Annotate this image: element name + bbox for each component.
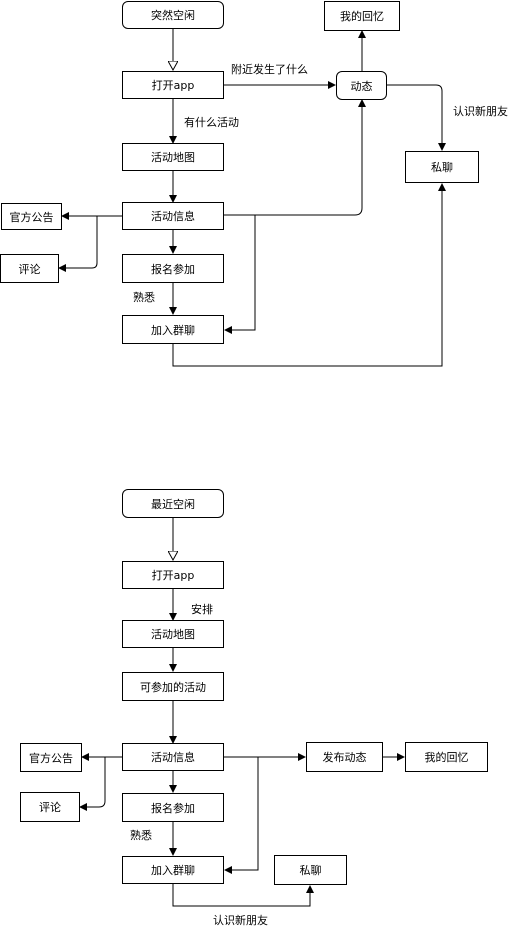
node2-official-notice: 官方公告	[20, 743, 82, 772]
node2-join-group: 加入群聊	[122, 856, 224, 884]
label-whats-on: 有什么活动	[184, 116, 239, 129]
edge-activity-info-to-feed	[224, 99, 366, 216]
edge-activity-info-to-comment	[58, 216, 98, 272]
edge2-activity-info-to-comment	[79, 757, 106, 811]
node2-private-chat: 私聊	[274, 855, 347, 885]
node-official-notice: 官方公告	[1, 203, 62, 230]
node-memories: 我的回忆	[324, 1, 400, 31]
label2-arrange: 安排	[191, 603, 213, 616]
label2-new-friends: 认识新朋友	[213, 914, 268, 927]
edge2-activity-info-to-join-group	[224, 756, 259, 874]
label2-familiar: 熟悉	[130, 829, 152, 842]
node-activity-info: 活动信息	[122, 202, 224, 230]
edge-feed-to-private-chat	[387, 84, 446, 151]
node-start: 突然空闲	[122, 1, 224, 29]
edge-activity-info-to-join-group	[224, 214, 256, 334]
label-new-friends: 认识新朋友	[453, 105, 508, 118]
label-nearby: 附近发生了什么	[231, 63, 308, 76]
node2-start: 最近空闲	[122, 489, 224, 518]
node2-memories: 我的回忆	[405, 742, 488, 772]
edge-join-group-to-private-chat	[172, 183, 446, 367]
node-open-app: 打开app	[122, 71, 224, 99]
label-familiar: 熟悉	[133, 291, 155, 304]
node2-comment: 评论	[20, 792, 80, 822]
node2-available-activities: 可参加的活动	[122, 672, 224, 701]
node-feed: 动态	[336, 71, 387, 100]
node-activity-map: 活动地图	[122, 143, 224, 171]
node2-activity-info: 活动信息	[122, 743, 224, 771]
node2-post-feed: 发布动态	[306, 742, 383, 772]
node2-open-app: 打开app	[122, 561, 224, 589]
node-comment: 评论	[0, 254, 59, 283]
node2-signup: 报名参加	[122, 793, 224, 822]
node-private-chat: 私聊	[405, 151, 479, 183]
node-join-group: 加入群聊	[122, 315, 224, 344]
node2-activity-map: 活动地图	[122, 620, 224, 648]
edge2-join-group-to-private-chat	[172, 884, 314, 907]
node-signup: 报名参加	[122, 254, 224, 283]
